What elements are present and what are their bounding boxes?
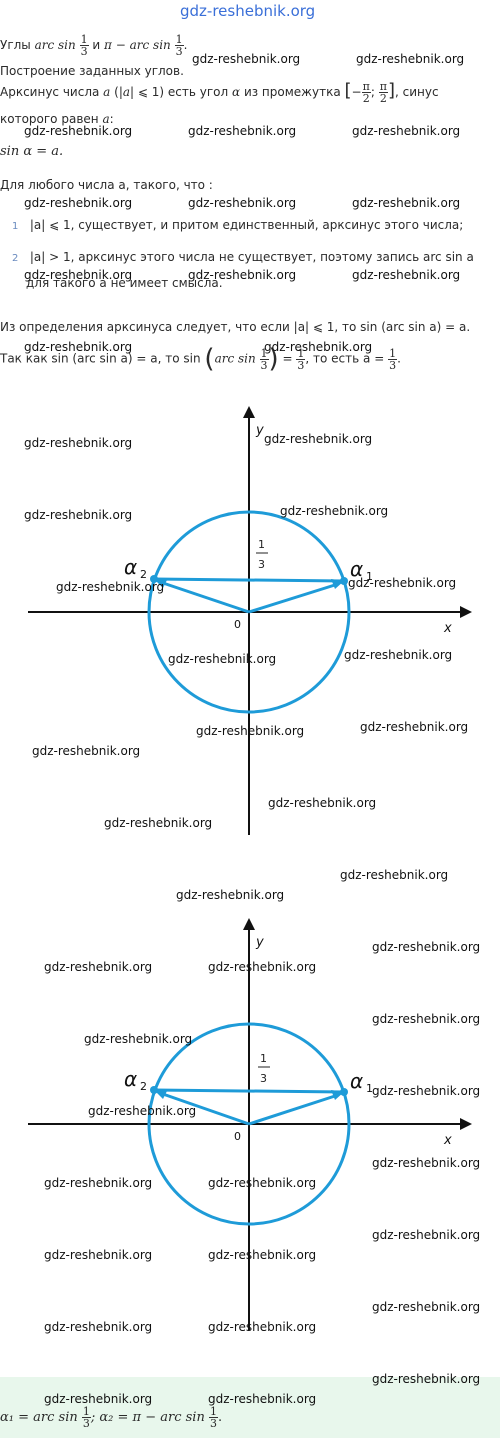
vector-alpha1 xyxy=(248,1093,339,1126)
frac-den-label: 3 xyxy=(260,1072,267,1085)
frac-den-label: 3 xyxy=(258,558,265,571)
site-watermark[interactable]: gdz-reshebnik.org xyxy=(44,1320,153,1334)
alpha1-sub: 1 xyxy=(366,1082,373,1095)
site-watermark[interactable]: gdz-reshebnik.org xyxy=(176,888,285,902)
site-watermark[interactable]: gdz-reshebnik.org xyxy=(372,1300,481,1314)
chord xyxy=(153,577,345,583)
x-label: x xyxy=(443,1133,452,1148)
site-watermark[interactable]: gdz-reshebnik.org xyxy=(44,1392,153,1406)
site-watermark[interactable]: gdz-reshebnik.org xyxy=(188,268,297,282)
derivation-line-2: Так как sin (arc sin a) = a, то sin (arc… xyxy=(0,344,401,374)
site-watermark[interactable]: gdz-reshebnik.org xyxy=(192,52,301,66)
site-watermark[interactable]: gdz-reshebnik.org xyxy=(352,268,461,282)
site-watermark[interactable]: gdz-reshebnik.org xyxy=(24,340,133,354)
site-watermark[interactable]: gdz-reshebnik.org xyxy=(208,1248,317,1262)
answer-panel xyxy=(0,1377,500,1438)
vector-alpha1 xyxy=(248,582,339,614)
site-watermark[interactable]: gdz-reshebnik.org xyxy=(360,720,469,734)
y-axis-arrow-icon xyxy=(243,918,255,930)
site-watermark[interactable]: gdz-reshebnik.org xyxy=(44,1248,153,1262)
site-watermark[interactable]: gdz-reshebnik.org xyxy=(372,1372,481,1386)
site-watermark[interactable]: gdz-reshebnik.org xyxy=(372,1012,481,1026)
site-watermark[interactable]: gdz-reshebnik.org xyxy=(24,124,133,138)
site-watermark[interactable]: gdz-reshebnik.org xyxy=(196,724,305,738)
site-watermark[interactable]: gdz-reshebnik.org xyxy=(32,744,141,758)
point-alpha2 xyxy=(150,1086,158,1094)
construct-heading: Построение заданных углов. xyxy=(0,64,184,78)
unit-circle xyxy=(147,1022,351,1226)
site-watermark[interactable]: gdz-reshebnik.org xyxy=(372,1156,481,1170)
site-watermark[interactable]: gdz-reshebnik.org xyxy=(264,340,373,354)
alpha2-sub: 2 xyxy=(140,1080,147,1093)
site-watermark[interactable]: gdz-reshebnik.org xyxy=(268,796,377,810)
origin-label: 0 xyxy=(234,1130,241,1143)
site-watermark[interactable]: gdz-reshebnik.org xyxy=(348,576,457,590)
site-watermark[interactable]: gdz-reshebnik.org xyxy=(84,1032,193,1046)
unit-circle-graph-2: 1 3 α 2 α 1 0 x y xyxy=(28,918,472,1330)
alpha1-label: α xyxy=(350,557,363,581)
alpha1-sub: 1 xyxy=(366,570,373,583)
vector-alpha2 xyxy=(159,1091,250,1126)
site-watermark[interactable]: gdz-reshebnik.org xyxy=(208,960,317,974)
site-watermark-top[interactable]: gdz-reshebnik.org xyxy=(180,2,316,20)
definition-line: Арксинус числа a (|a| ⩽ 1) есть угол α и… xyxy=(0,80,439,105)
origin-label: 0 xyxy=(234,618,241,631)
alpha1-label: α xyxy=(350,1069,363,1093)
y-axis-arrow-icon xyxy=(243,406,255,418)
frac-num-label: 1 xyxy=(258,538,265,551)
site-watermark[interactable]: gdz-reshebnik.org xyxy=(88,1104,197,1118)
site-watermark[interactable]: gdz-reshebnik.org xyxy=(44,1176,153,1190)
x-label: x xyxy=(443,621,452,636)
y-label: y xyxy=(255,423,264,438)
conditions-lead: Для любого числа a, такого, что : xyxy=(0,178,213,192)
unit-circle-graph-1: 1 3 α 2 α 1 0 x y xyxy=(28,406,472,835)
chord xyxy=(153,1088,345,1094)
frac-num-label: 1 xyxy=(260,1052,267,1065)
site-watermark[interactable]: gdz-reshebnik.org xyxy=(24,268,133,282)
condition-item-2: 2 |a| > 1, арксинус этого числа не сущес… xyxy=(12,250,474,264)
alpha2-label: α xyxy=(124,555,137,579)
site-watermark[interactable]: gdz-reshebnik.org xyxy=(372,1228,481,1242)
x-axis-arrow-icon xyxy=(460,606,472,618)
site-watermark[interactable]: gdz-reshebnik.org xyxy=(168,652,277,666)
point-alpha1 xyxy=(340,1088,348,1096)
alpha2-label: α xyxy=(124,1067,137,1091)
site-watermark[interactable]: gdz-reshebnik.org xyxy=(344,648,453,662)
site-watermark[interactable]: gdz-reshebnik.org xyxy=(188,124,297,138)
point-alpha1 xyxy=(340,577,348,585)
site-watermark[interactable]: gdz-reshebnik.org xyxy=(24,196,133,210)
site-watermark[interactable]: gdz-reshebnik.org xyxy=(352,124,461,138)
site-watermark[interactable]: gdz-reshebnik.org xyxy=(208,1320,317,1334)
site-watermark[interactable]: gdz-reshebnik.org xyxy=(208,1392,317,1406)
site-watermark[interactable]: gdz-reshebnik.org xyxy=(340,868,449,882)
site-watermark[interactable]: gdz-reshebnik.org xyxy=(372,940,481,954)
site-watermark[interactable]: gdz-reshebnik.org xyxy=(56,580,165,594)
unit-circle xyxy=(147,510,351,714)
site-watermark[interactable]: gdz-reshebnik.org xyxy=(104,816,213,830)
alpha2-sub: 2 xyxy=(140,568,147,581)
site-watermark[interactable]: gdz-reshebnik.org xyxy=(352,196,461,210)
point-alpha2 xyxy=(150,575,158,583)
derivation-line-1: Из определения арксинуса следует, что ес… xyxy=(0,320,471,334)
site-watermark[interactable]: gdz-reshebnik.org xyxy=(280,504,389,518)
vector-alpha2 xyxy=(159,580,250,614)
condition-item-2-tail: для такого a не имеет смысла. xyxy=(26,276,223,290)
site-watermark[interactable]: gdz-reshebnik.org xyxy=(44,960,153,974)
site-watermark[interactable]: gdz-reshebnik.org xyxy=(264,432,373,446)
x-axis-arrow-icon xyxy=(460,1118,472,1130)
sin-alpha-eq: sin α = a. xyxy=(0,144,64,159)
site-watermark[interactable]: gdz-reshebnik.org xyxy=(24,508,133,522)
site-watermark[interactable]: gdz-reshebnik.org xyxy=(24,436,133,450)
condition-item-1: 1 |a| ⩽ 1, существует, и притом единстве… xyxy=(12,218,464,232)
y-label: y xyxy=(255,935,264,950)
site-watermark[interactable]: gdz-reshebnik.org xyxy=(356,52,465,66)
site-watermark[interactable]: gdz-reshebnik.org xyxy=(208,1176,317,1190)
site-watermark[interactable]: gdz-reshebnik.org xyxy=(188,196,297,210)
definition-line-2: которого равен a: xyxy=(0,112,114,126)
site-watermark[interactable]: gdz-reshebnik.org xyxy=(372,1084,481,1098)
